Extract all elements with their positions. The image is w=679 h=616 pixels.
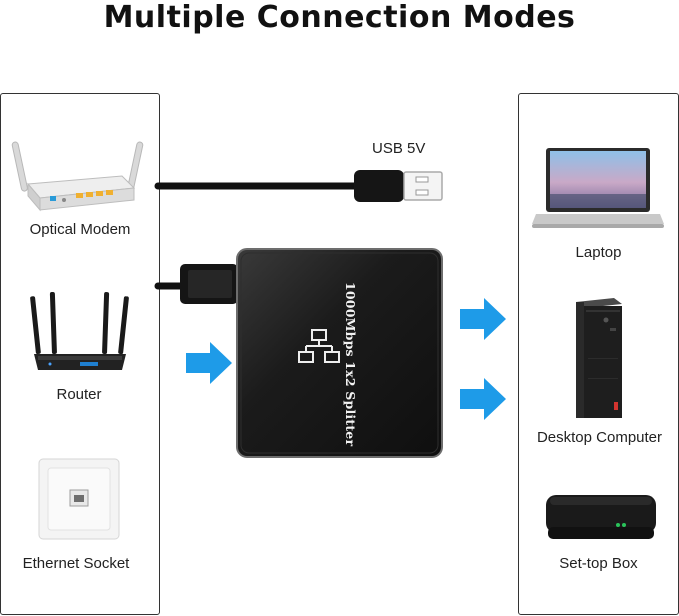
ethernet-socket-label: Ethernet Socket [22, 555, 130, 572]
desktop-computer-icon [576, 298, 622, 418]
usb-power-label: USB 5V [372, 140, 426, 157]
optical-modem-label: Optical Modem [29, 221, 131, 238]
output-arrow-1-icon [460, 298, 506, 340]
ethernet-socket-icon [38, 458, 120, 540]
laptop-label: Laptop [575, 244, 622, 261]
desktop-computer-label: Desktop Computer [536, 429, 663, 446]
output-arrow-2-icon [460, 378, 506, 420]
input-arrow-icon [186, 342, 232, 384]
network-symbol-icon [298, 329, 340, 363]
optical-modem-icon [11, 141, 144, 212]
router-icon [30, 292, 129, 370]
router-label: Router [56, 386, 102, 403]
laptop-icon [532, 148, 664, 228]
usb-cable-icon [154, 170, 443, 304]
page-title: Multiple Connection Modes [103, 0, 576, 35]
set-top-box-icon [546, 495, 656, 539]
set-top-box-label: Set-top Box [559, 555, 638, 572]
splitter-label: 1000Mbps 1x2 Splitter [343, 282, 358, 447]
